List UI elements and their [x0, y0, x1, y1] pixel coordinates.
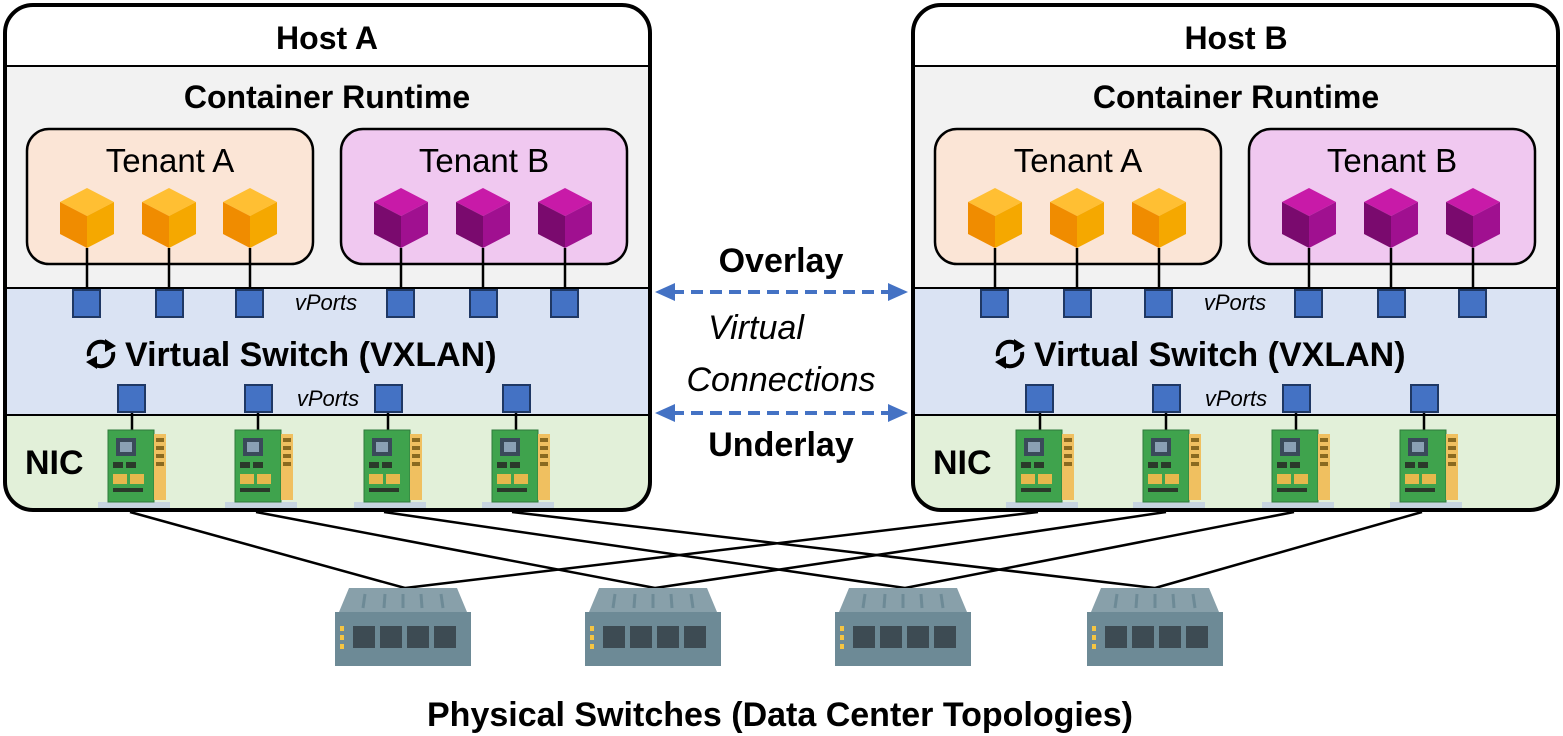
host-b-vports-bottom-label: vPorts	[1205, 386, 1267, 411]
host-b-frame	[911, 3, 1560, 512]
host-a-title: Host A	[276, 20, 378, 56]
host-a: Host A Container Runtime Tenant A Tenant…	[3, 3, 652, 512]
vport-icon	[1282, 384, 1311, 413]
overlay-arrow	[655, 283, 908, 301]
network-switch-icon	[833, 586, 973, 668]
vport-icon	[1025, 384, 1054, 413]
virtual-switch-layer	[5, 288, 650, 415]
underlay-arrow	[655, 404, 908, 422]
network-card-icon	[353, 429, 427, 509]
host-a-vports-top-label: vPorts	[295, 290, 357, 315]
network-switch-icon	[333, 586, 473, 668]
vport-icon	[1063, 289, 1092, 318]
vport-icon	[72, 289, 101, 318]
virtual-switch-layer	[913, 288, 1558, 415]
virtual-connections-line2: Connections	[686, 361, 875, 399]
network-card-icon	[224, 429, 298, 509]
network-switch-icon	[1085, 586, 1225, 668]
vport-icon	[1294, 289, 1323, 318]
network-switch-icon	[583, 586, 723, 668]
nic-layer	[913, 415, 1558, 510]
vport-icon	[469, 289, 498, 318]
host-b-nic-label: NIC	[933, 444, 992, 482]
vport-icon	[386, 289, 415, 318]
virtual-connections-line1: Virtual	[708, 309, 805, 347]
host-a-vports-bottom-label: vPorts	[297, 386, 359, 411]
underlay-label: Underlay	[708, 426, 854, 464]
vport-icon	[117, 384, 146, 413]
host-a-runtime-label: Container Runtime	[184, 79, 470, 115]
middle-connections: Overlay Virtual Connections Underlay	[655, 242, 908, 464]
host-a-nic-label: NIC	[25, 444, 84, 482]
network-card-icon	[1005, 429, 1079, 509]
vport-icon	[1144, 289, 1173, 318]
vport-icon	[1410, 384, 1439, 413]
host-b-vports-top-label: vPorts	[1204, 290, 1266, 315]
network-card-icon	[1261, 429, 1335, 509]
vport-icon	[1152, 384, 1181, 413]
overlay-label: Overlay	[719, 242, 844, 280]
host-b-tenant-b-label: Tenant B	[1327, 142, 1457, 179]
host-a-switch-label: Virtual Switch (VXLAN)	[125, 336, 497, 374]
vport-icon	[502, 384, 531, 413]
vport-icon	[1377, 289, 1406, 318]
host-b-tenant-a-label: Tenant A	[1014, 142, 1142, 179]
network-card-icon	[1132, 429, 1206, 509]
vport-icon	[1458, 289, 1487, 318]
sync-arrows-icon	[995, 339, 1025, 369]
network-card-icon	[1389, 429, 1463, 509]
host-a-frame	[3, 3, 652, 512]
host-a-tenant-b-label: Tenant B	[419, 142, 549, 179]
vport-icon	[235, 289, 264, 318]
vport-icon	[980, 289, 1009, 318]
vport-icon	[155, 289, 184, 318]
vport-icon	[550, 289, 579, 318]
vport-icon	[374, 384, 403, 413]
nic-layer	[5, 415, 650, 510]
underlay-cables	[129, 510, 1423, 590]
vport-icon	[244, 384, 273, 413]
physical-switches	[333, 586, 1225, 668]
host-b-title: Host B	[1184, 20, 1287, 56]
host-b-switch-label: Virtual Switch (VXLAN)	[1034, 336, 1406, 374]
network-card-icon	[97, 429, 171, 509]
host-b: Host B Container Runtime Tenant A Tenant…	[911, 3, 1560, 512]
sync-arrows-icon	[86, 339, 116, 369]
network-card-icon	[481, 429, 555, 509]
host-a-tenant-a-label: Tenant A	[106, 142, 234, 179]
physical-switches-label: Physical Switches (Data Center Topologie…	[427, 696, 1133, 734]
host-b-runtime-label: Container Runtime	[1093, 79, 1379, 115]
